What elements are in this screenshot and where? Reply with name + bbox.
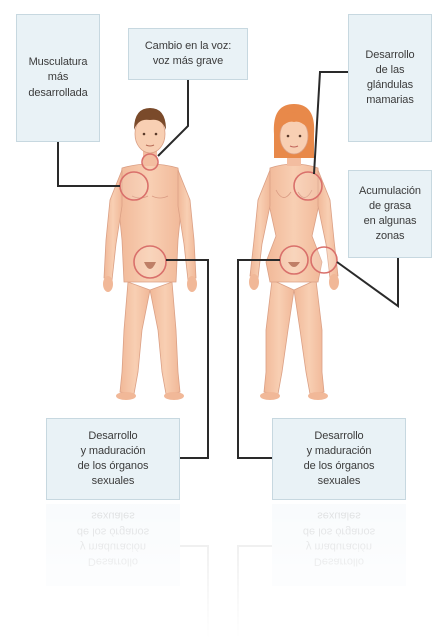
male-chest-highlight-icon	[120, 172, 148, 200]
leader-line-grasa	[337, 258, 398, 306]
female-breast-highlight-icon	[294, 172, 322, 200]
leader-line-musculatura	[58, 142, 120, 186]
label-acumulacion-grasa: Acumulación de grasa en algunas zonas	[348, 170, 432, 258]
female-genital-highlight-icon	[280, 246, 308, 274]
label-organos-sexuales-mujer: Desarrollo y maduración de los órganos s…	[272, 418, 406, 500]
label-organos-sexuales-hombre: Desarrollo y maduración de los órganos s…	[46, 418, 180, 500]
female-hip-highlight-icon	[311, 247, 337, 273]
label-cambio-voz: Cambio en la voz: voz más grave	[128, 28, 248, 80]
label-glandulas-mamarias: Desarrollo de las glándulas mamarias	[348, 14, 432, 142]
label-musculatura: Musculatura más desarrollada	[16, 14, 100, 142]
leader-line-mamarias	[314, 72, 348, 174]
male-genital-highlight-icon	[134, 246, 166, 278]
